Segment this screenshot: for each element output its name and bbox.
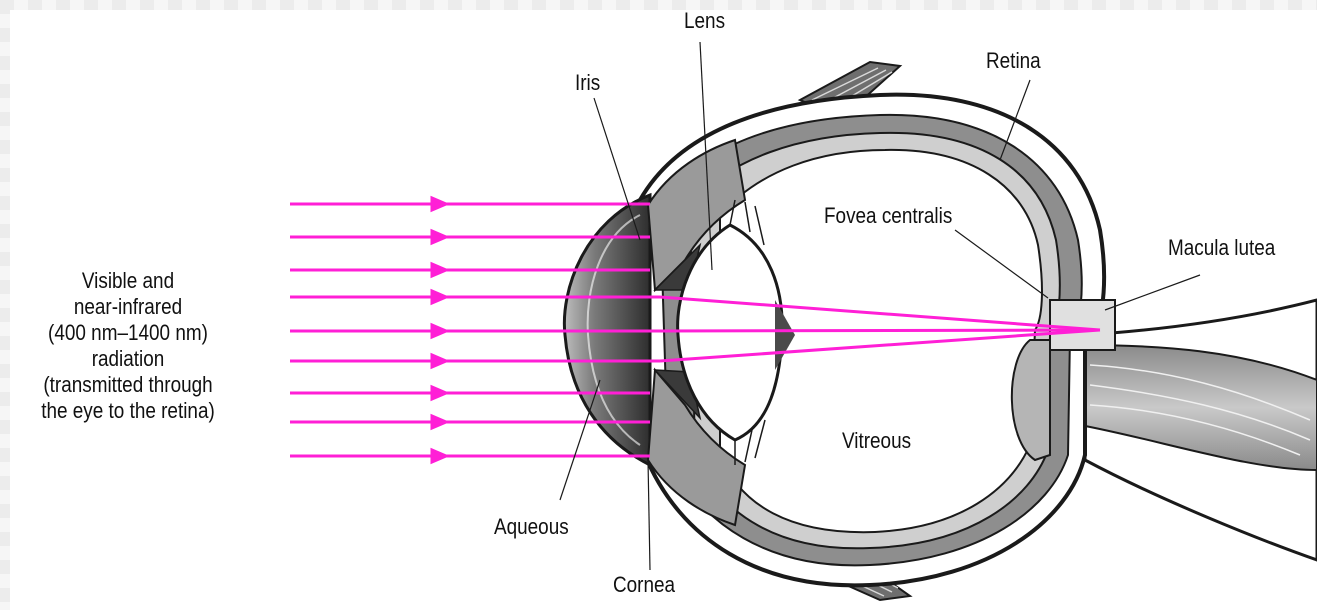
- label-lens: Lens: [684, 10, 725, 32]
- label-aqueous: Aqueous: [494, 516, 569, 538]
- radiation-line-3: (400 nm–1400 nm): [25, 320, 231, 346]
- radiation-line-4: radiation: [25, 346, 231, 372]
- radiation-line-2: near-infrared: [25, 294, 231, 320]
- label-vitreous: Vitreous: [842, 430, 911, 452]
- label-fovea-centralis: Fovea centralis: [824, 205, 952, 227]
- label-retina: Retina: [986, 50, 1041, 72]
- label-iris: Iris: [575, 72, 600, 94]
- radiation-description: Visible and near-infrared (400 nm–1400 n…: [25, 268, 231, 424]
- radiation-line-1: Visible and: [25, 268, 231, 294]
- label-macula-lutea: Macula lutea: [1168, 237, 1275, 259]
- macula-box: [1050, 300, 1115, 350]
- radiation-line-6: the eye to the retina): [25, 398, 231, 424]
- radiation-line-5: (transmitted through: [25, 372, 231, 398]
- label-cornea: Cornea: [613, 574, 675, 596]
